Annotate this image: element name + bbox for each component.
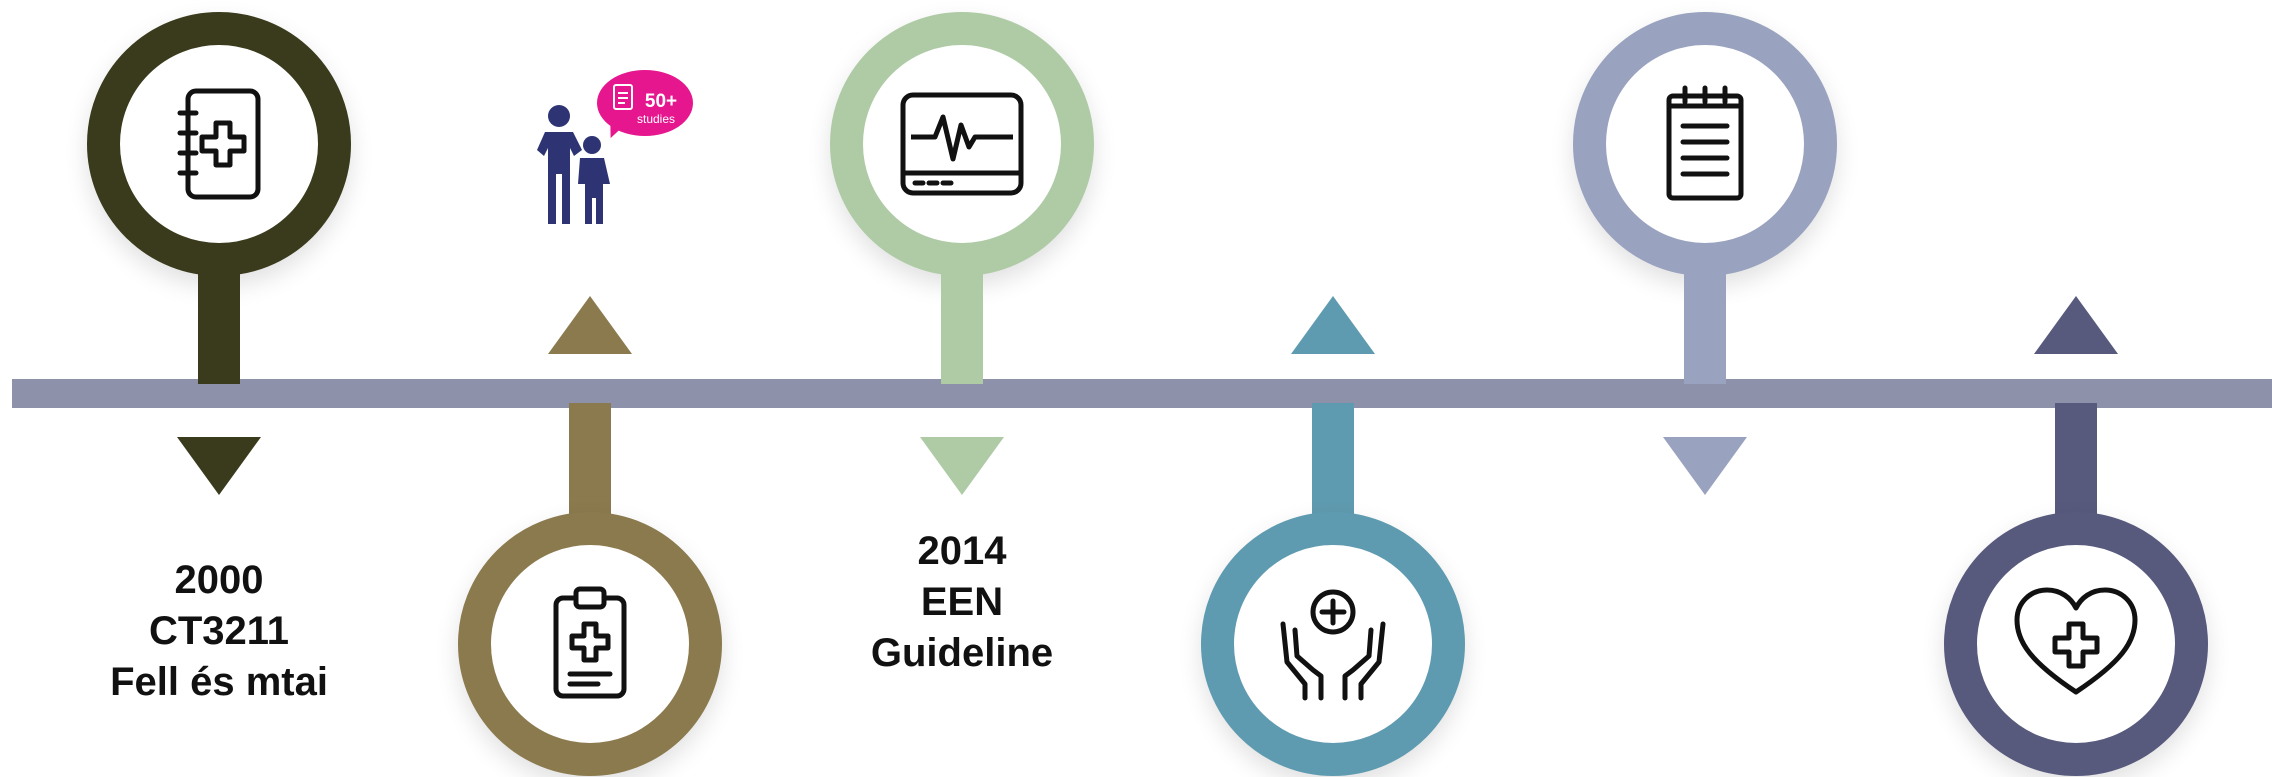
caring-hands-icon (1280, 589, 1386, 701)
medical-clipboard-icon (553, 586, 627, 699)
milestone-1-label: 2000 CT3211 Fell és mtai (49, 555, 389, 708)
milestone-5-stem (1684, 270, 1726, 384)
milestone-3-year: 2014 (917, 529, 1007, 573)
milestone-1-pointer (177, 437, 261, 495)
milestone-1-stem (198, 270, 240, 384)
milestone-4-circle (1201, 512, 1465, 776)
heart-monitor-icon (900, 92, 1024, 196)
studies-label: studies (636, 112, 676, 126)
milestone-4-pointer (1291, 296, 1375, 354)
milestone-3-code: EEN (920, 580, 1004, 624)
timeline-axis (12, 379, 2272, 408)
milestone-6-circle (1944, 512, 2208, 776)
medical-notebook-icon (177, 88, 261, 200)
heart-plus-icon (2014, 587, 2138, 695)
milestone-3-pointer (920, 437, 1004, 495)
notepad-icon (1666, 85, 1744, 201)
milestone-1-circle (87, 12, 351, 276)
milestone-2-circle (458, 512, 722, 776)
milestone-4-stem (1312, 403, 1354, 523)
milestone-6-pointer (2034, 296, 2118, 354)
milestone-3-title: Guideline (870, 631, 1054, 675)
milestone-6-stem (2055, 403, 2097, 523)
milestone-1-authors: Fell és mtai (110, 660, 328, 704)
milestone-3-circle (830, 12, 1094, 276)
milestone-1-year: 2000 (174, 558, 264, 602)
milestone-3-label: 2014 EEN Guideline (792, 526, 1132, 679)
milestone-5-circle (1573, 12, 1837, 276)
milestone-1-code: CT3211 (148, 609, 290, 653)
milestone-3-stem (941, 270, 983, 384)
milestone-2-stem (569, 403, 611, 523)
studies-count: 50+ (644, 91, 678, 112)
milestone-5-pointer (1663, 437, 1747, 495)
document-icon (613, 84, 633, 110)
parent-child-icon (537, 105, 610, 224)
milestone-2-pointer (548, 296, 632, 354)
